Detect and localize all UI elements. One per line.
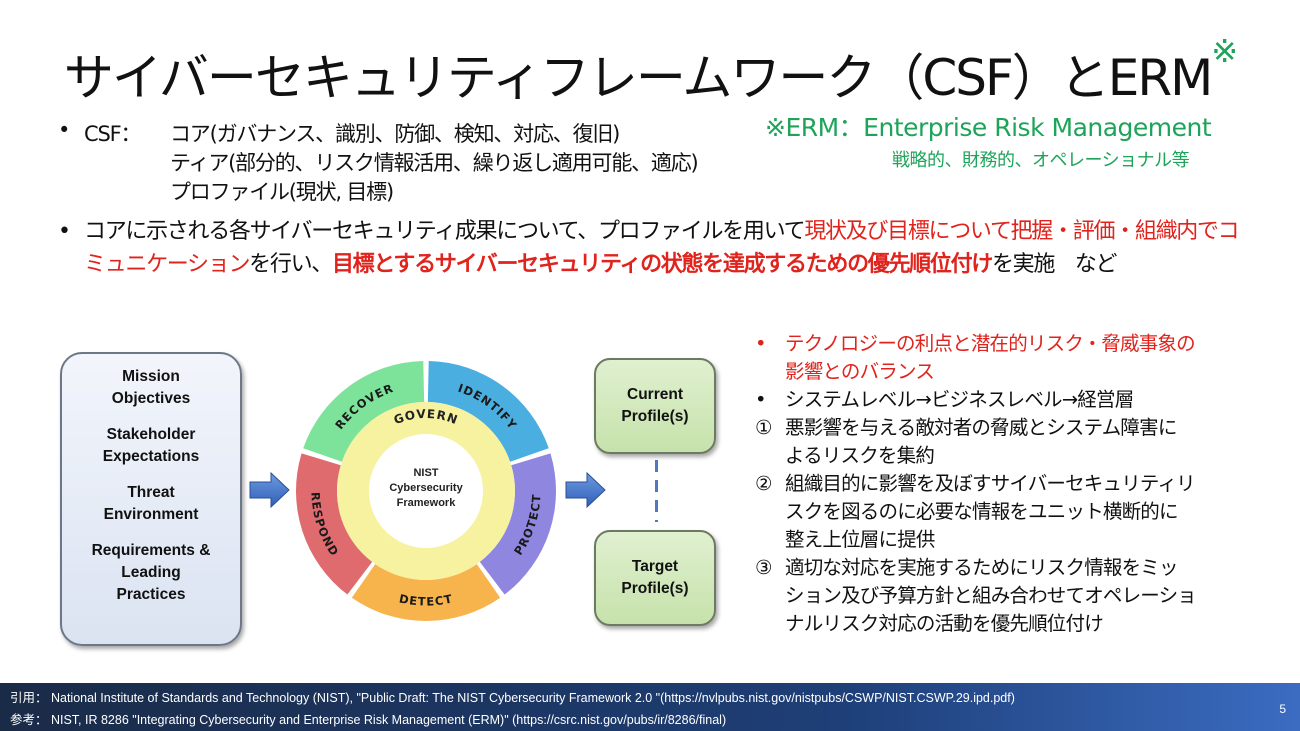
input-stakeholder-expectations: Stakeholder Expectations [62, 424, 240, 468]
box-line: Expectations [102, 448, 200, 465]
segment-label-detect: DETECT [398, 591, 454, 608]
list-marker: ③ [755, 556, 772, 579]
list-item-line: 適切な対応を実施するためにリスク情報をミッ [785, 556, 1179, 579]
highlight-red: 現状及び目標について把握・評価・組織内でコミュニケーション [84, 219, 1240, 277]
segment-identify [427, 361, 549, 462]
erm-categories: 戦略的、財務的、オペレーショナル等 [892, 150, 1190, 171]
input-threat-environment: Threat Environment [62, 482, 240, 526]
csf-usage-text: コアに示される各サイバーセキュリティ成果について、プロファイルを用いて現状及び目… [84, 215, 1258, 281]
inputs-box: Mission Objectives Stakeholder Expectati… [60, 352, 242, 646]
box-line: Leading [121, 564, 181, 581]
erm-definition: ※ERM：Enterprise Risk Management [765, 113, 1212, 142]
segment-respond [296, 453, 373, 595]
center-line-2: Cybersecurity [389, 482, 463, 494]
footer-bar: 引用： National Institute of Standards and … [0, 683, 1300, 731]
list-marker: • [755, 388, 766, 411]
title-note-mark: ※ [1211, 32, 1238, 70]
list-item-line: ション及び予算方針と組み合わせてオペレーショ [785, 584, 1197, 607]
dashed-connector [655, 460, 658, 522]
list-marker: ① [755, 416, 772, 439]
list-item: • テクノロジーの利点と潜在的リスク・脅威事象の影響とのバランス [755, 330, 1275, 386]
text-part: を実施 など [991, 252, 1118, 277]
box-line: Environment [103, 506, 199, 523]
box-line: Mission [122, 368, 180, 385]
list-item-line: スクを図るのに必要な情報をユニット横断的に [785, 500, 1179, 523]
box-line: Threat [127, 484, 175, 501]
list-item-line: テクノロジーの利点と潜在的リスク・脅威事象の [785, 332, 1196, 355]
citation-text: 引用： National Institute of Standards and … [10, 691, 1015, 705]
list-marker: • [755, 332, 766, 355]
bullet-marker: • [58, 118, 70, 142]
box-line: Practices [116, 586, 186, 603]
list-item-line: 影響とのバランス [785, 360, 935, 383]
list-item-line: 悪影響を与える敵対者の脅威とシステム障害に [785, 416, 1177, 439]
reference-text: 参考： NIST, IR 8286 "Integrating Cybersecu… [10, 713, 727, 727]
input-requirements: Requirements & Leading Practices [62, 540, 240, 606]
list-item: ② 組織目的に影響を及ぼすサイバーセキュリティリスクを図るのに必要な情報をユニット… [755, 470, 1275, 554]
csf-core-line: コア(ガバナンス、識別、防御、検知、対応、復旧) [170, 122, 620, 146]
csf-label: CSF： [84, 122, 141, 146]
text-part: コアに示される各サイバーセキュリティ成果について、プロファイルを用いて [84, 219, 806, 244]
arrow-right-icon [249, 472, 290, 508]
csf-profile-line: プロファイル(現状, 目標) [170, 180, 394, 204]
box-line: Profile(s) [621, 580, 689, 597]
list-item: • システムレベル→ビジネスレベル→経営層 [755, 386, 1275, 414]
list-item-line: 整え上位層に提供 [785, 528, 935, 551]
arrow-right-icon [565, 472, 606, 508]
csf-bullet: • CSF： コア(ガバナンス、識別、防御、検知、対応、復旧) ティア(部分的、… [58, 118, 1258, 205]
segment-detect [351, 564, 501, 621]
center-line-3: Framework [397, 497, 457, 509]
segment-recover [303, 361, 425, 462]
highlight-red-bold: 目標とするサイバーセキュリティの状態を達成するための優先順位付け [331, 252, 993, 277]
list-marker: ② [755, 472, 772, 495]
bullet-marker: • [58, 219, 71, 244]
list-item: ① 悪影響を与える敵対者の脅威とシステム障害によるリスクを集約 [755, 414, 1275, 470]
list-item: ③ 適切な対応を実施するためにリスク情報をミッション及び予算方針と組み合わせてオペ… [755, 554, 1275, 638]
box-line: Target [631, 558, 679, 575]
text-part: を行い、 [249, 252, 333, 277]
box-line: Objectives [111, 390, 191, 407]
csf-usage-bullet: • コアに示される各サイバーセキュリティ成果について、プロファイルを用いて現状及… [58, 215, 1258, 281]
segment-protect [479, 453, 556, 595]
input-mission-objectives: Mission Objectives [62, 366, 240, 410]
csf-tier-line: ティア(部分的、リスク情報活用、繰り返し適用可能、適応) [170, 151, 699, 175]
box-line: Profile(s) [621, 408, 689, 425]
center-line-1: NIST [413, 467, 438, 479]
list-item-line: よるリスクを集約 [785, 444, 935, 467]
slide-title: サイバーセキュリティフレームワーク（CSF）とERM※ [0, 32, 1300, 110]
box-line: Current [627, 386, 683, 403]
page-number: 5 [1279, 702, 1286, 716]
slide-title-text: サイバーセキュリティフレームワーク（CSF）とERM [63, 49, 1213, 107]
box-line: Stakeholder [106, 426, 196, 443]
govern-label: GOVERN [392, 407, 460, 427]
list-item-line: ナルリスク対応の活動を優先順位付け [785, 612, 1104, 635]
wheel-center [369, 434, 483, 548]
list-item-line: 組織目的に影響を及ぼすサイバーセキュリティリ [785, 472, 1196, 495]
erm-points-list: • テクノロジーの利点と潜在的リスク・脅威事象の影響とのバランス • システムレベル→… [755, 330, 1275, 638]
box-line: Requirements & [91, 542, 211, 559]
list-item-line: システムレベル→ビジネスレベル→経営層 [785, 388, 1134, 411]
